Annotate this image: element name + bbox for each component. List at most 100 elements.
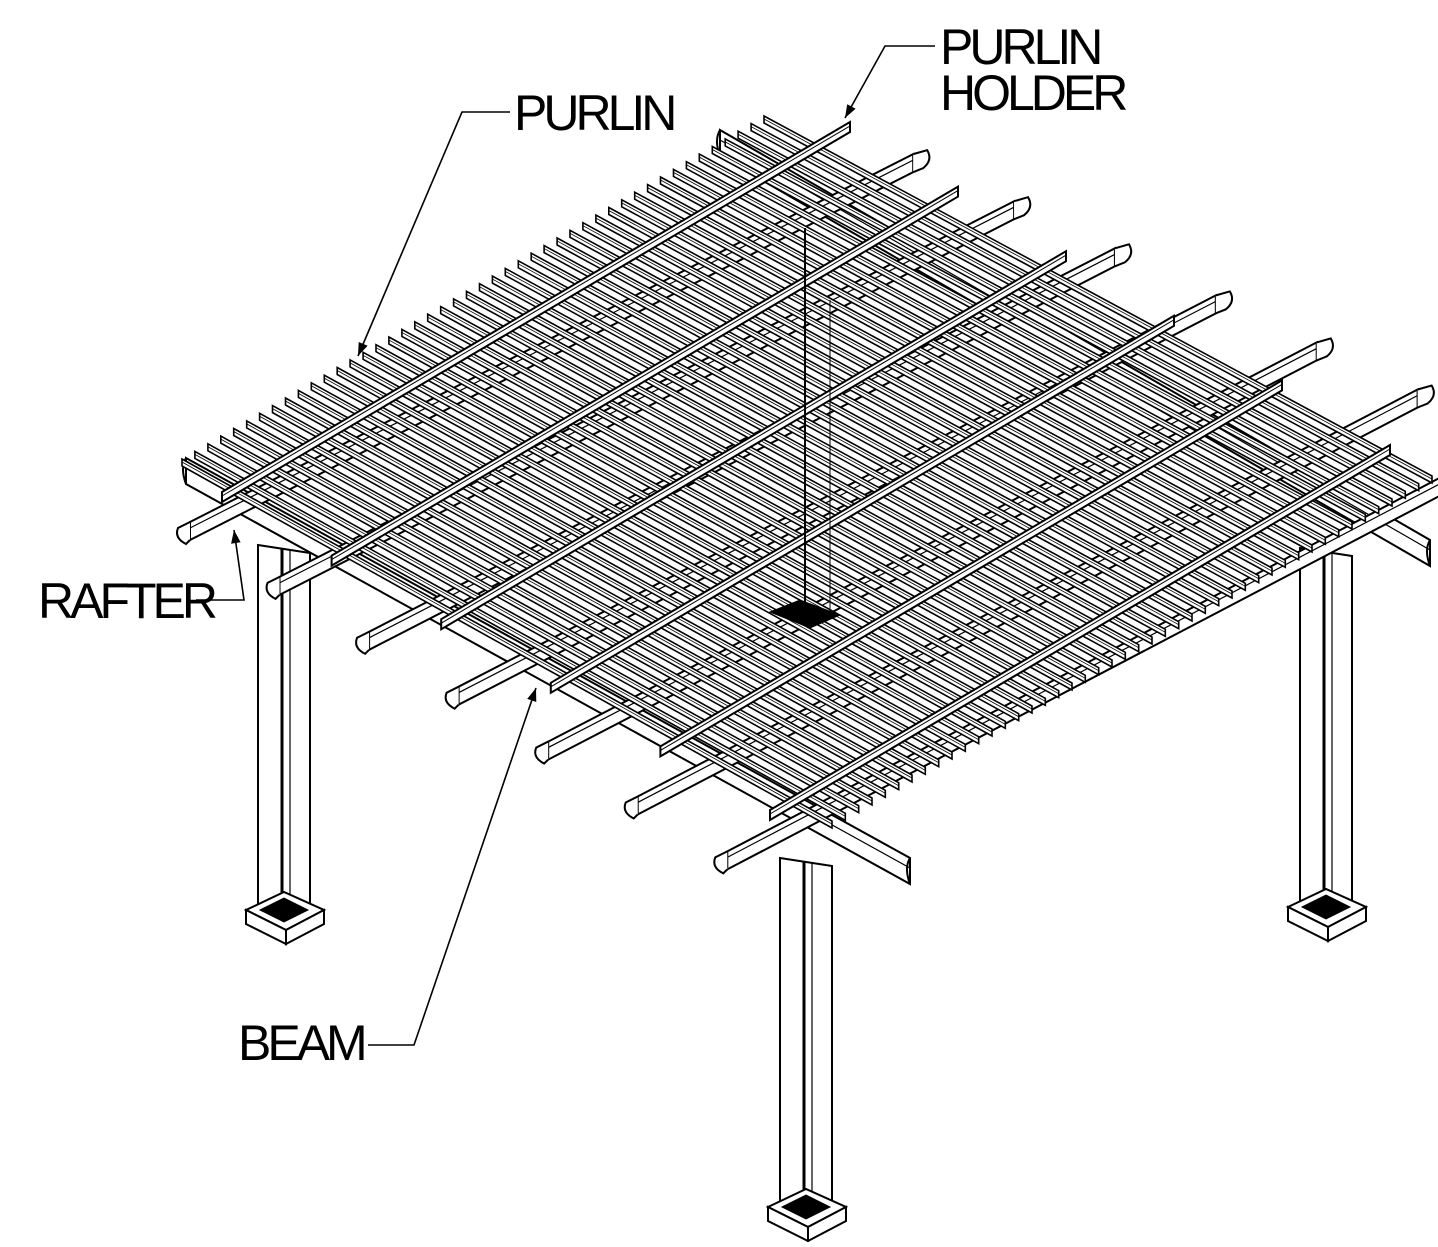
slat-edge [751,127,1419,487]
post-face [780,858,832,1215]
slat-edge [544,249,1205,610]
post [1288,548,1366,941]
rafter-leader-arrow [231,530,241,544]
slat-edge [492,279,1152,640]
purlin-body [551,316,1174,693]
beam-leader [368,688,536,1045]
purlin-holder-label-line2: HOLDER [940,65,1128,121]
slat-edge [635,195,1299,555]
slat-edge [350,363,1005,724]
rafter-tail [177,522,190,544]
slat-edge [738,134,1405,494]
slat-edge [673,172,1338,532]
rafter-tail [1418,386,1434,408]
slat-edge [247,424,899,786]
purlin-body [222,122,850,502]
purlin [660,380,1282,756]
slat-edge [441,310,1099,671]
post-base-side [286,910,324,944]
post-base-shadow [1302,895,1350,919]
purlin-leader [358,112,510,356]
posts [246,545,1366,1241]
rafter-tail [1115,244,1131,266]
post-base-shadow [260,898,308,922]
rafter-leader [196,530,244,600]
slat-edge [298,393,952,755]
slat-edge [260,416,912,778]
slat-edge [725,142,1392,502]
purlin-edge [551,320,1174,687]
rafter-tail [1014,197,1030,219]
purlin [770,445,1390,820]
slat-edge [648,188,1312,548]
purlin-edge [332,191,958,560]
slat-edge [428,317,1086,678]
slat-edge [699,157,1365,517]
slat-edge [376,348,1032,709]
slat-edge [402,332,1059,693]
rafter-tail [535,742,548,764]
slat-edge [337,371,992,732]
beam-label: BEAM [238,1015,368,1071]
slat-edge [311,386,965,748]
rafter-label: RAFTER [38,573,218,629]
slat-edge [454,302,1112,663]
slat-edge [273,409,926,771]
post-base-shadow [782,1195,830,1219]
leader-lines [196,46,935,1045]
purlin-edge [770,449,1390,814]
slat-edge [609,210,1272,571]
purlin-edge [222,126,850,496]
beam-end-cut [183,458,186,484]
purlin-holder-label: PURLIN HOLDER [940,19,1128,121]
purlin-body [332,187,958,566]
purlin-holder-leader [845,46,935,118]
purlin-holder-leader-arrow [845,104,856,118]
slat-edge [389,340,1045,701]
rafter-tail [356,632,369,654]
purlin [441,251,1066,629]
rafter-tail [267,577,280,599]
slat-edge [596,218,1259,579]
beam-leader-arrow [527,688,537,702]
slat-edge [208,447,859,809]
beam-end-cut [907,858,910,884]
purlin-body [770,445,1390,820]
post-face [258,545,310,918]
purlin-edge [441,255,1066,623]
purlin [332,187,958,566]
slat-edge [518,264,1178,625]
rafter-tail [1317,338,1333,360]
slat-edge [661,180,1326,540]
slat-edge [182,462,832,824]
purlins [182,116,1432,828]
center-plate [770,600,840,628]
slat-edge [415,325,1072,686]
slat-edge [234,432,886,794]
post [246,545,324,944]
purlin-label: PURLIN [514,85,677,141]
purlin-holder-label-line1: PURLIN [940,19,1103,75]
rafter-tail [714,851,727,873]
slat-edge [285,401,938,763]
purlin-leader-arrow [358,342,368,356]
slat-edge [557,241,1219,602]
slat-edge [363,355,1019,716]
slat-edge [324,378,978,740]
post-base-side [808,1207,846,1241]
slat-edge [505,271,1165,632]
rafter-tail [446,687,459,709]
purlin [222,122,850,502]
slat-edge [622,203,1286,563]
post [768,858,846,1241]
slat-edge [479,287,1138,648]
purlin [551,316,1174,693]
post-face [1300,548,1352,915]
beam-end-cut [1427,540,1430,566]
rafter-edge [727,443,1438,858]
slat-edge [712,149,1378,509]
slat-edge [221,439,872,801]
slat-edge [195,454,845,816]
